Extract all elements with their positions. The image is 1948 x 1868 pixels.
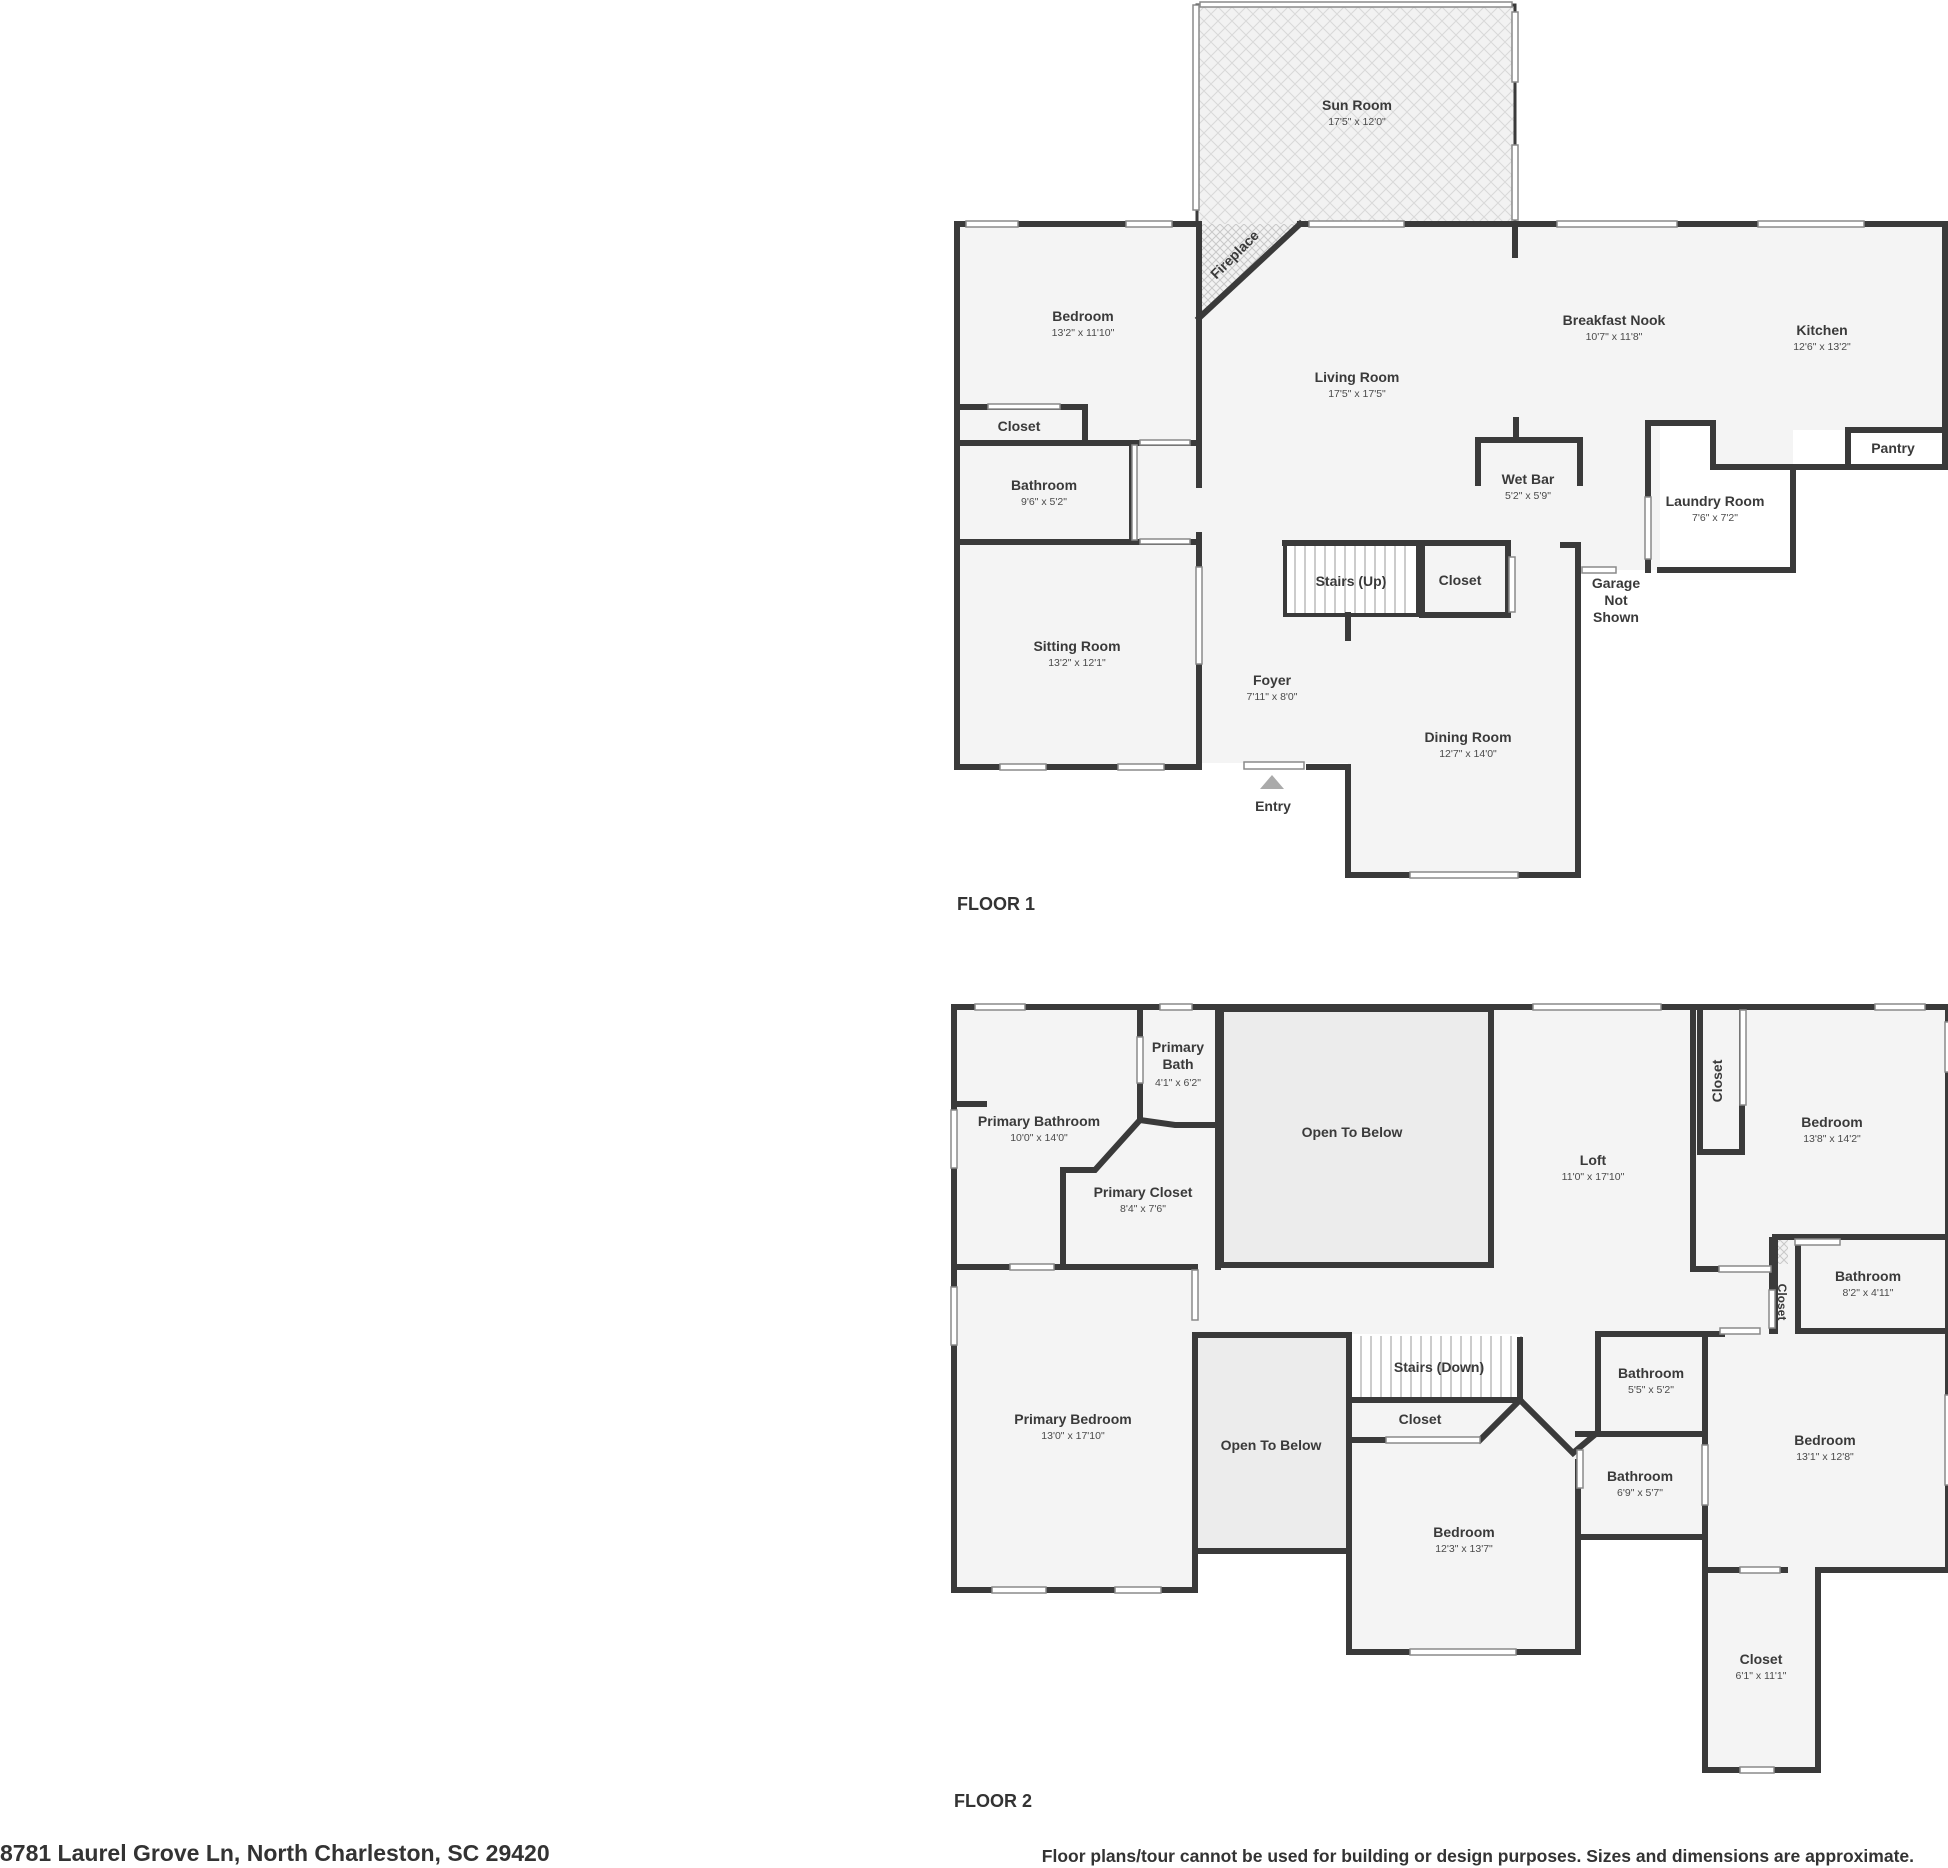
room-dim: 5'5" x 5'2" [1628, 1384, 1674, 1396]
room-label: Closet [1399, 1411, 1442, 1427]
open-to-below-a-fill [1222, 1009, 1491, 1265]
room-label: Foyer [1253, 672, 1292, 688]
room-dim: 12'3" x 13'7" [1435, 1543, 1493, 1555]
room-label: Stairs (Up) [1316, 573, 1387, 589]
room-dim: 12'7" x 14'0" [1439, 748, 1497, 760]
room-dim: 4'1" x 6'2" [1155, 1077, 1201, 1089]
room-label: Bedroom [1433, 1524, 1494, 1540]
room-dim: 5'2" x 5'9" [1505, 490, 1551, 502]
room-label: Closet [1709, 1059, 1725, 1102]
room-label: Closet [998, 418, 1041, 434]
label-line: Primary [1152, 1039, 1204, 1055]
label-line: Bath [1162, 1056, 1193, 1072]
room-dim: 7'6" x 7'2" [1692, 512, 1738, 524]
room-label: Sun Room [1322, 97, 1392, 113]
stairs-treads-f2 [1351, 1334, 1523, 1400]
room-label: Dining Room [1424, 729, 1511, 745]
room-label: Bathroom [1607, 1468, 1673, 1484]
room-label: Primary Bathroom [978, 1113, 1100, 1129]
floor-1-windows [965, 1, 1865, 879]
disclaimer-text: Floor plans/tour cannot be used for buil… [1041, 1846, 1914, 1866]
room-dim: 8'4" x 7'6" [1120, 1203, 1166, 1215]
floor-1: Sun Room 17'5" x 12'0" Fireplace Bedroom… [954, 1, 1948, 914]
room-dim: 7'11" x 8'0" [1247, 691, 1298, 703]
floor-1-labels: Sun Room 17'5" x 12'0" Fireplace Bedroom… [957, 97, 1915, 914]
room-label: Stairs (Down) [1394, 1359, 1484, 1375]
label-line: Not [1604, 592, 1628, 608]
room-label: Bathroom [1618, 1365, 1684, 1381]
entry-arrow-icon [1260, 775, 1284, 789]
floor-2-windows [950, 1003, 1948, 1774]
room-label: Open To Below [1302, 1124, 1403, 1140]
room-dim: 17'5" x 12'0" [1328, 116, 1386, 128]
room-label: Closet [1439, 572, 1482, 588]
floor-2-walls [951, 1004, 1948, 1773]
room-label: Primary Closet [1094, 1184, 1193, 1200]
room-label: Bathroom [1011, 477, 1077, 493]
label-line: Garage [1592, 575, 1640, 591]
room-dim: 10'0" x 14'0" [1010, 1132, 1068, 1144]
room-label: Pantry [1871, 440, 1915, 456]
room-label: Bathroom [1835, 1268, 1901, 1284]
room-dim: 17'5" x 17'5" [1328, 388, 1386, 400]
room-label: Open To Below [1221, 1437, 1322, 1453]
property-address: 8781 Laurel Grove Ln, North Charleston, … [0, 1840, 550, 1866]
room-label: Entry [1255, 798, 1291, 814]
room-dim: 13'2" x 11'10" [1052, 327, 1115, 339]
room-dim: 10'7" x 11'8" [1586, 331, 1643, 343]
room-label: Loft [1580, 1152, 1607, 1168]
room-dim: 6'1" x 11'1" [1736, 1670, 1787, 1682]
room-label: Bedroom [1794, 1432, 1855, 1448]
sun-room-floor [1197, 5, 1515, 224]
open-to-below-b-fill [1196, 1337, 1349, 1551]
room-label: Kitchen [1796, 322, 1847, 338]
room-label: Closet [1775, 1284, 1789, 1321]
room-dim: 8'2" x 4'11" [1843, 1287, 1894, 1299]
room-label: Bedroom [1801, 1114, 1862, 1130]
room-label: Laundry Room [1666, 493, 1765, 509]
floor-2-label: FLOOR 2 [954, 1791, 1032, 1811]
floor-1-label: FLOOR 1 [957, 894, 1035, 914]
room-dim: 13'8" x 14'2" [1803, 1133, 1861, 1145]
room-dim: 13'1" x 12'8" [1796, 1451, 1854, 1463]
room-dim: 9'6" x 5'2" [1021, 496, 1067, 508]
room-dim: 13'0" x 17'10" [1041, 1430, 1105, 1442]
room-label: Wet Bar [1502, 471, 1555, 487]
label-line: Shown [1593, 609, 1639, 625]
room-label: Closet [1740, 1651, 1783, 1667]
room-dim: 12'6" x 13'2" [1793, 341, 1851, 353]
room-dim: 11'0" x 17'10" [1562, 1171, 1625, 1183]
room-label: Breakfast Nook [1563, 312, 1666, 328]
room-label: Primary Bedroom [1014, 1411, 1131, 1427]
floor-1-fill [957, 224, 1948, 875]
room-dim: 13'2" x 12'1" [1048, 657, 1106, 669]
room-label: Bedroom [1052, 308, 1113, 324]
room-label: Living Room [1315, 369, 1400, 385]
room-dim: 6'9" x 5'7" [1617, 1487, 1663, 1499]
stairs-treads-f1 [1283, 541, 1420, 617]
room-label: Sitting Room [1033, 638, 1120, 654]
